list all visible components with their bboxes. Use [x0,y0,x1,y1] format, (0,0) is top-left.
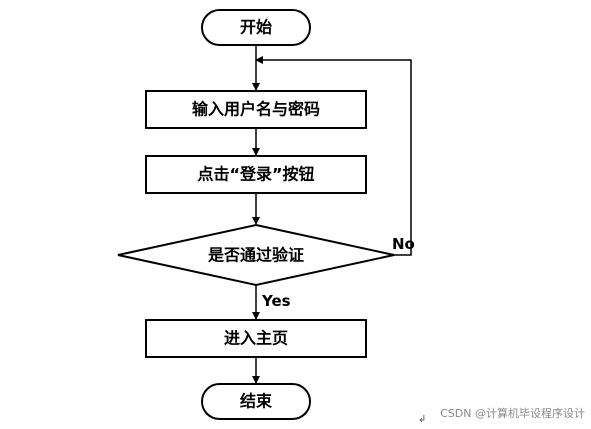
yes-label: Yes [261,292,291,310]
end-terminator [201,383,311,420]
paragraph-mark: ↲ [418,414,427,425]
decision-label: 是否通过验证 [207,246,304,265]
click-label: 点击“登录”按钮 [197,165,314,184]
enter-label: 进入主页 [224,329,288,348]
end-label: 结束 [239,392,273,411]
edge-no-loop [255,56,412,256]
input-label: 输入用户名与密码 [192,100,320,119]
enter-process [145,319,367,358]
start-label: 开始 [240,18,272,37]
watermark: CSDN @计算机毕设程序设计 [440,407,585,420]
input-process [145,90,367,129]
no-label: No [392,235,415,253]
